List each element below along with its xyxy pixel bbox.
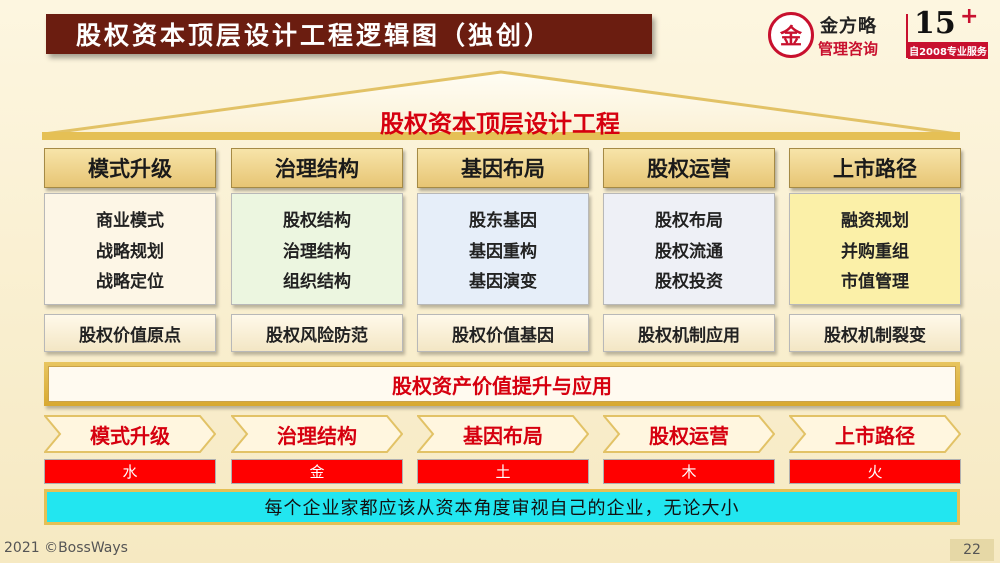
- pillar-header: 上市路径: [789, 148, 961, 188]
- brand-name: 金方略: [820, 16, 877, 37]
- chevron-label: 模式升级: [90, 423, 170, 448]
- chevron-arrow: [603, 415, 775, 453]
- element-badge: 水: [44, 459, 216, 484]
- brand-seal-icon: 金: [768, 12, 814, 58]
- pillar-item: 基因演变: [469, 272, 537, 293]
- pillar-footer: 股权机制应用: [603, 314, 775, 352]
- pillar-header: 股权运营: [603, 148, 775, 188]
- brand-divider: [906, 14, 908, 58]
- pillar-item: 基因重构: [469, 241, 537, 262]
- brand-years: 15: [914, 6, 956, 41]
- pillar-footer: 股权价值基因: [417, 314, 589, 352]
- element-badge: 火: [789, 459, 961, 484]
- pillar-footer: 股权机制裂变: [789, 314, 961, 352]
- foundation-label: 股权资产价值提升与应用: [48, 366, 956, 402]
- pillar-item: 股权布局: [655, 210, 723, 231]
- brand-subtitle: 管理咨询: [818, 40, 879, 58]
- roof-title: 股权资本顶层设计工程: [380, 110, 620, 138]
- page-number: 22: [950, 539, 994, 561]
- chevron-arrow: [789, 415, 961, 453]
- chevron-label: 股权运营: [649, 423, 729, 448]
- pillar-body: 股权布局股权流通股权投资: [603, 193, 775, 305]
- pillar-footer: 股权价值原点: [44, 314, 216, 352]
- pillar-item: 并购重组: [841, 241, 909, 262]
- chevron-arrow: [44, 415, 216, 453]
- element-badge: 木: [603, 459, 775, 484]
- chevron-arrow: [417, 415, 589, 453]
- pillar-body: 股权结构治理结构组织结构: [231, 193, 403, 305]
- pillar-item: 商业模式: [96, 210, 164, 231]
- foundation-bar: 股权资产价值提升与应用: [44, 362, 960, 406]
- pillar-body: 股东基因基因重构基因演变: [417, 193, 589, 305]
- brand-plus: +: [960, 4, 979, 29]
- pillar-item: 市值管理: [841, 272, 909, 293]
- chevron-label: 基因布局: [463, 423, 543, 448]
- pillar-item: 股权流通: [655, 241, 723, 262]
- pillar-item: 股权投资: [655, 272, 723, 293]
- pillar-item: 战略规划: [96, 241, 164, 262]
- slide-title: 股权资本顶层设计工程逻辑图（独创）: [46, 14, 652, 54]
- pillar-body: 商业模式战略规划战略定位: [44, 193, 216, 305]
- bottom-message: 每个企业家都应该从资本角度审视自己的企业，无论大小: [44, 489, 960, 525]
- pillar-item: 组织结构: [283, 272, 351, 293]
- element-badge: 金: [231, 459, 403, 484]
- brand-since-badge: 自2008专业服务: [908, 42, 988, 59]
- chevron-label: 上市路径: [835, 423, 915, 448]
- roof-triangle: [42, 70, 960, 140]
- pillar-body: 融资规划并购重组市值管理: [789, 193, 961, 305]
- pillar-header: 治理结构: [231, 148, 403, 188]
- pillar-header: 模式升级: [44, 148, 216, 188]
- pillar-header: 基因布局: [417, 148, 589, 188]
- chevron-arrow: [231, 415, 403, 453]
- element-badge: 土: [417, 459, 589, 484]
- pillar-item: 股东基因: [469, 210, 537, 231]
- pillar-item: 股权结构: [283, 210, 351, 231]
- chevron-label: 治理结构: [277, 423, 357, 448]
- pillar-item: 战略定位: [96, 272, 164, 293]
- pillar-item: 融资规划: [841, 210, 909, 231]
- pillar-item: 治理结构: [283, 241, 351, 262]
- brand-logo: 金 金方略 管理咨询 15 + 自2008专业服务: [768, 4, 988, 62]
- copyright-text: 2021 ©BossWays: [4, 540, 128, 556]
- pillar-footer: 股权风险防范: [231, 314, 403, 352]
